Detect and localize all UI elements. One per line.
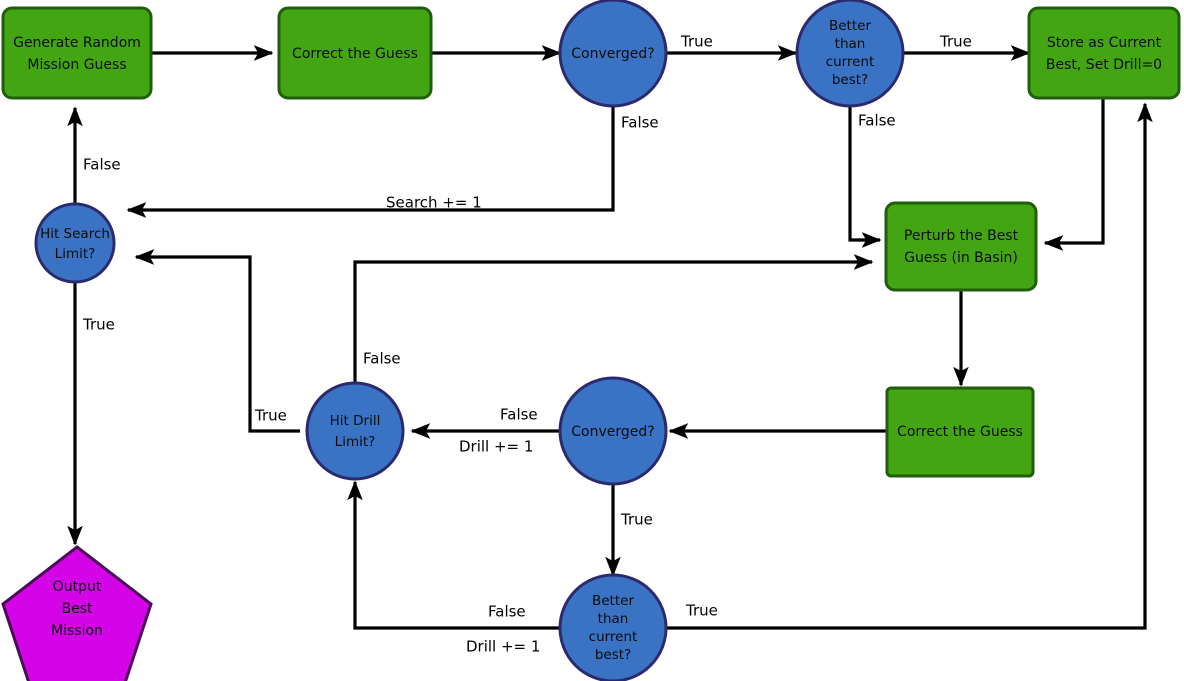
- edge-layer: [67, 45, 1153, 630]
- edge-label-converged2-false: False: [500, 406, 538, 424]
- edge-label-search-increment: Search += 1: [386, 194, 482, 212]
- edge-label-better2-true: True: [685, 602, 718, 620]
- node-correct-guess-1-shape[interactable]: [277, 6, 433, 100]
- node-better-1-shape[interactable]: [795, 0, 905, 108]
- edge-label-hitsearch-false: False: [83, 156, 121, 174]
- edge-label-better2-false: False: [488, 603, 526, 621]
- node-hit-drill-limit[interactable]: Hit Drill Limit?: [305, 381, 405, 481]
- edge-hitdrill-false-to-perturb: [353, 254, 874, 386]
- node-generate-random-shape[interactable]: [1, 6, 153, 100]
- edge-label-hitdrill-false: False: [363, 350, 401, 368]
- edge-label-better1-true: True: [939, 33, 972, 51]
- node-correct-guess-2-shape[interactable]: [885, 386, 1035, 478]
- node-perturb-the-best-guess[interactable]: Perturb the Best Guess (in Basin): [884, 201, 1038, 292]
- node-converged-1[interactable]: Converged?: [558, 0, 668, 108]
- edge-label-hitdrill-true: True: [254, 407, 287, 425]
- node-generate-random-mission-guess[interactable]: Generate Random Mission Guess: [1, 6, 153, 100]
- edge-label-converged2-drill-increment: Drill += 1: [459, 438, 533, 456]
- edge-hitdrill-true-to-hitsearch: [134, 249, 300, 433]
- node-converged-1-shape[interactable]: [558, 0, 668, 108]
- node-converged-2[interactable]: Converged?: [558, 376, 668, 486]
- edge-converged1-false-to-hitsearch: [126, 106, 615, 218]
- edge-better2-true-to-store: [660, 102, 1153, 630]
- node-correct-the-guess-1[interactable]: Correct the Guess: [277, 6, 433, 100]
- node-store-as-current-best[interactable]: Store as Current Best, Set Drill=0: [1027, 6, 1181, 100]
- node-hit-search-limit[interactable]: Hit Search Limit?: [34, 202, 116, 284]
- node-converged-2-shape[interactable]: [558, 376, 668, 486]
- node-hit-search-shape[interactable]: [34, 202, 116, 284]
- edge-label-layer: True False True False Search += 1 False …: [82, 33, 972, 656]
- node-output-best-shape[interactable]: [1, 545, 153, 681]
- edge-store-to-perturb: [1043, 97, 1105, 251]
- node-hit-drill-shape[interactable]: [305, 381, 405, 481]
- edge-better1-false-to-perturb: [848, 106, 882, 248]
- node-better-than-current-best-2[interactable]: Better than current best?: [558, 573, 668, 681]
- edge-label-converged2-true: True: [620, 511, 653, 529]
- node-better-2-shape[interactable]: [558, 573, 668, 681]
- node-better-than-current-best-1[interactable]: Better than current best?: [795, 0, 905, 108]
- edge-label-better1-false: False: [858, 112, 896, 130]
- node-perturb-shape[interactable]: [884, 201, 1038, 292]
- edge-label-converged1-false: False: [621, 114, 659, 132]
- node-store-best-shape[interactable]: [1027, 6, 1181, 100]
- edge-label-hitsearch-true: True: [82, 316, 115, 334]
- edge-better2-false-to-hitdrill: [347, 480, 568, 630]
- edge-label-better2-drill-increment: Drill += 1: [466, 638, 540, 656]
- node-correct-the-guess-2[interactable]: Correct the Guess: [885, 386, 1035, 478]
- edge-label-converged1-true: True: [680, 33, 713, 51]
